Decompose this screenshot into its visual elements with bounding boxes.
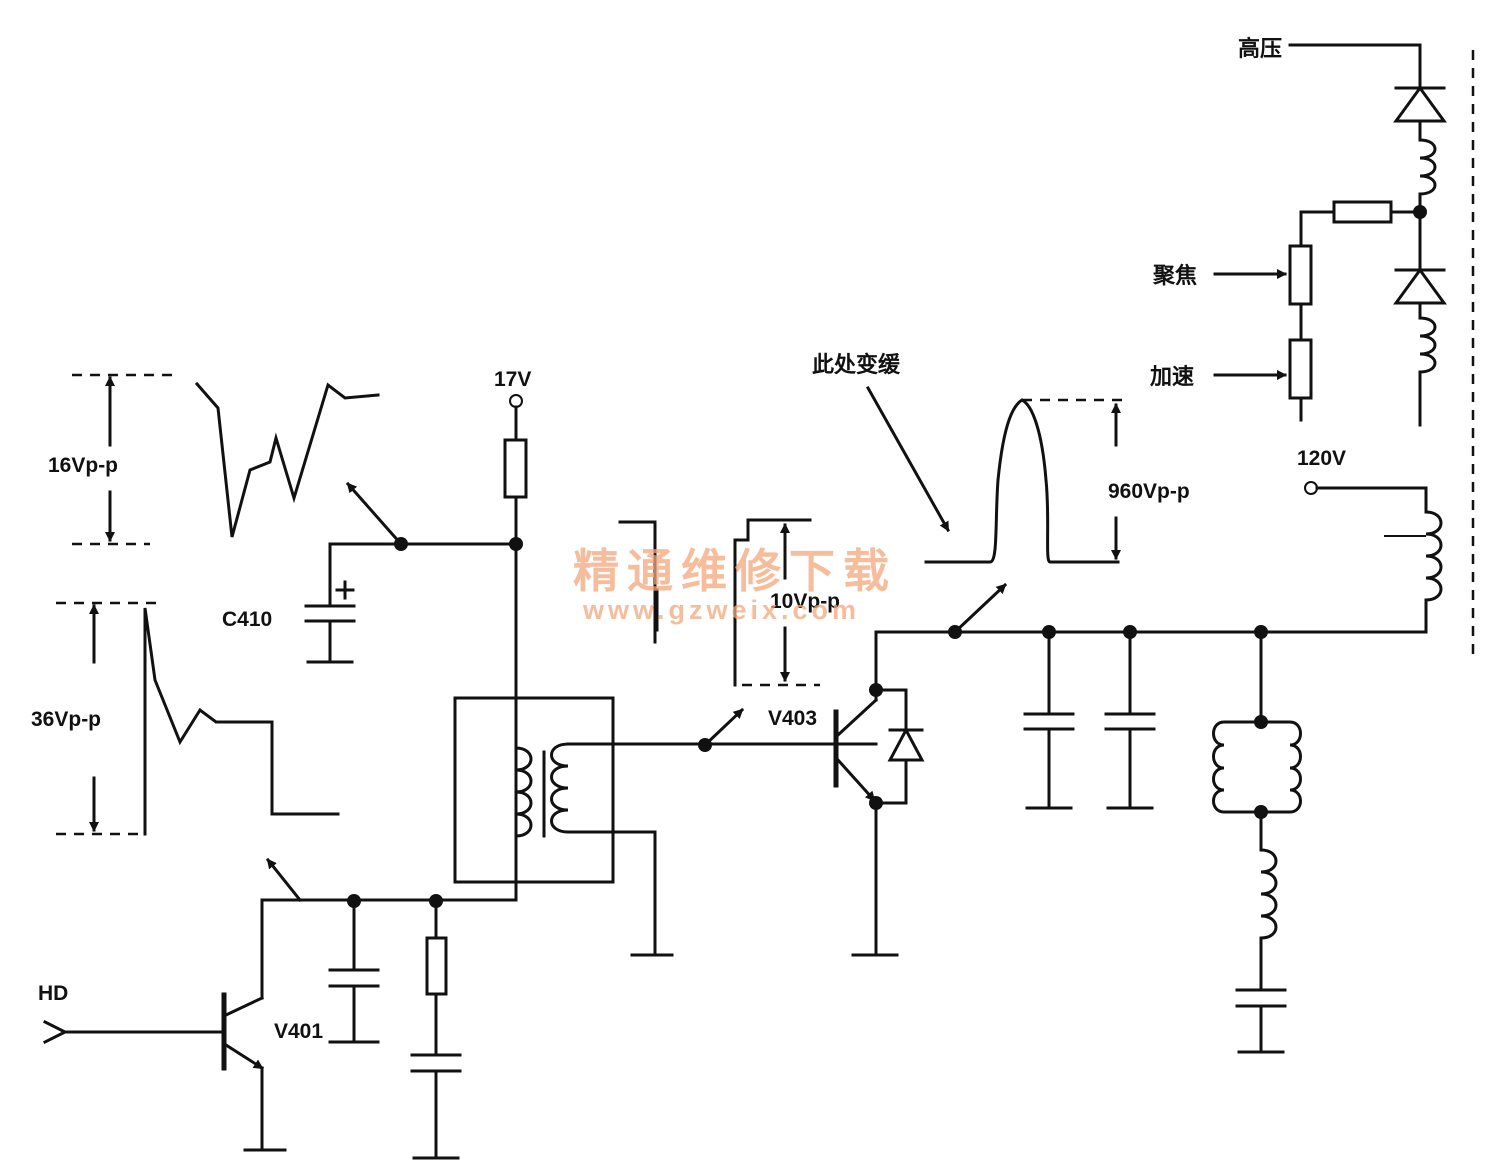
retrace-capacitor xyxy=(1104,630,1156,810)
c410-label: C410 xyxy=(222,608,272,631)
watermark-title: 精通维修下载 xyxy=(573,544,897,598)
drive-transformer-box xyxy=(453,696,615,884)
damper-diode xyxy=(874,688,925,805)
bleeder-resistor xyxy=(1332,200,1393,224)
transistor-v401 xyxy=(221,898,287,1152)
probe-arrow xyxy=(952,582,1008,635)
probe-arrow xyxy=(702,707,745,748)
watermark-url: www.gzweix.com xyxy=(582,595,860,625)
transformer-secondary xyxy=(550,742,614,834)
amplitude-960vpp-label: 960Vp-p xyxy=(1108,480,1190,503)
supply-17v-label: 17V xyxy=(494,368,531,391)
waveform-10vpp xyxy=(618,518,820,687)
acceleration-label: 加速 xyxy=(1149,364,1194,390)
focus-label: 聚焦 xyxy=(1152,263,1197,289)
change-note-arrow xyxy=(865,385,951,533)
v401-label: V401 xyxy=(274,1020,323,1043)
amplitude-16vpp-label: 16Vp-p xyxy=(48,454,118,477)
hd-input xyxy=(42,1019,224,1045)
rc-snubber xyxy=(410,899,462,1160)
supply-17v-terminal xyxy=(509,394,523,408)
v403-label: V403 xyxy=(768,707,817,730)
capacitor xyxy=(328,899,380,1044)
probe-arrow xyxy=(265,857,303,903)
hv-rectifier-diode xyxy=(1393,85,1447,272)
waveform-36vpp xyxy=(56,601,340,836)
probe-arrow xyxy=(345,481,404,547)
supply-120v-label: 120V xyxy=(1297,447,1346,470)
transistor-v403 xyxy=(833,630,899,957)
focus-potentiometer xyxy=(1213,244,1313,342)
amplitude-10vpp-label: 10Vp-p xyxy=(770,590,840,613)
screen-potentiometer xyxy=(1213,338,1313,422)
change-note-label: 此处变缓 xyxy=(812,352,901,378)
hv-rectifier-diode xyxy=(1393,267,1447,427)
high-voltage-label: 高压 xyxy=(1238,36,1282,62)
waveform-16vpp xyxy=(72,373,380,546)
deflection-yoke xyxy=(1212,630,1302,1054)
transformer-primary xyxy=(514,696,533,902)
waveform-960vpp xyxy=(924,398,1122,564)
amplitude-36vpp-label: 36Vp-p xyxy=(31,708,101,731)
capacitor-c410 xyxy=(304,542,356,664)
hd-input-label: HD xyxy=(38,982,68,1005)
supply-120v-terminal xyxy=(1304,481,1318,495)
hv-output-wire xyxy=(1288,43,1422,87)
supply-resistor xyxy=(503,438,528,499)
retrace-capacitor xyxy=(1023,630,1075,810)
fbt-primary xyxy=(1315,486,1443,634)
